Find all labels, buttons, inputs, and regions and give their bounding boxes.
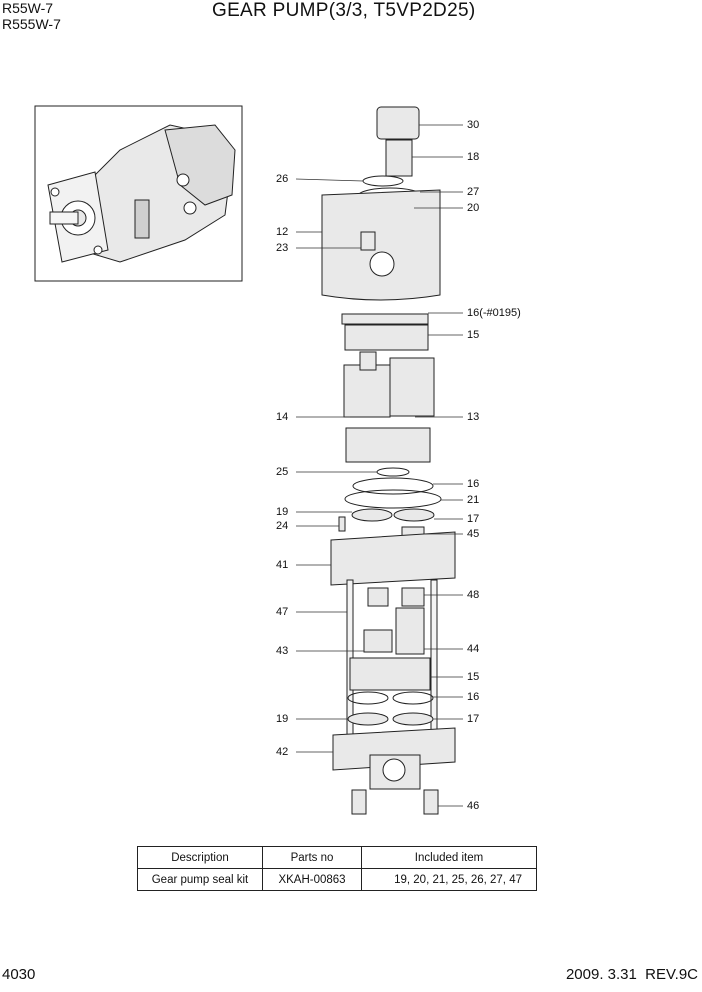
- callout-16-sn: 16(-#0195): [467, 307, 521, 319]
- part-24-pin: [338, 516, 346, 532]
- callout-47: 47: [276, 606, 289, 618]
- callout-17-lower: 17: [467, 713, 480, 725]
- gear-shaft: [359, 351, 377, 371]
- leader-lines: [295, 124, 463, 807]
- part-16-seal-4: [392, 691, 434, 705]
- part-25-ring: [376, 467, 410, 477]
- bearing-block: [345, 427, 431, 463]
- callout-15-upper: 15: [467, 329, 480, 341]
- header-parts-no: Parts no: [262, 846, 362, 869]
- callout-46: 46: [467, 800, 480, 812]
- part-12-cover: [321, 189, 441, 301]
- cover-port: [369, 251, 395, 277]
- callout-48: 48: [467, 589, 480, 601]
- part-17-bearing: [393, 508, 435, 522]
- callout-44: 44: [467, 643, 480, 655]
- part-41-body: [330, 531, 456, 586]
- page-title: GEAR PUMP(3/3, T5VP2D25): [212, 0, 476, 21]
- callout-23: 23: [276, 242, 289, 254]
- callout-45: 45: [467, 528, 480, 540]
- callout-43: 43: [276, 645, 289, 657]
- callout-17-upper: 17: [467, 513, 480, 525]
- callout-25: 25: [276, 466, 289, 478]
- table-header-row: Description Parts no Included item: [137, 846, 537, 869]
- part-16-seal: [341, 313, 429, 325]
- model-name-1: R55W-7: [2, 0, 54, 16]
- part-48-sleeve-2: [401, 587, 425, 607]
- tie-rod-right: [430, 579, 438, 751]
- callout-12: 12: [276, 226, 289, 238]
- part-23-pin: [360, 231, 376, 251]
- cell-included-item: 19, 20, 21, 25, 26, 27, 47: [361, 868, 537, 891]
- part-46-bolt-right: [423, 789, 439, 815]
- callout-18: 18: [467, 151, 480, 163]
- part-21-ring: [344, 489, 442, 509]
- callout-15-lower: 15: [467, 671, 480, 683]
- part-14-gear: [343, 364, 391, 418]
- header-included-item: Included item: [361, 846, 537, 869]
- part-19-bearing-2: [347, 712, 389, 726]
- part-44-gear: [395, 607, 425, 655]
- callout-30: 30: [467, 119, 480, 131]
- part-16-seal-2: [352, 477, 434, 495]
- revision-stamp: 2009. 3.31 REV.9C: [565, 966, 698, 983]
- model-name-2: R555W-7: [2, 16, 61, 32]
- part-30-cap: [376, 106, 420, 140]
- assembled-pump-illustration: [47, 124, 236, 263]
- cell-description: Gear pump seal kit: [137, 868, 263, 891]
- page-number: 4030: [2, 966, 36, 983]
- part-17-bearing-2: [392, 712, 434, 726]
- cell-parts-no: XKAH-00863: [262, 868, 362, 891]
- part-46-bolt-left: [351, 789, 367, 815]
- callout-41: 41: [276, 559, 289, 571]
- part-15-plate-2: [349, 657, 431, 691]
- part-42-cover: [332, 727, 456, 771]
- seal-kit-table: Description Parts no Included item Gear …: [137, 846, 537, 891]
- callout-16-lower: 16: [467, 691, 480, 703]
- callout-19-upper: 19: [276, 506, 289, 518]
- callout-13: 13: [467, 411, 480, 423]
- part-19-bearing: [351, 508, 393, 522]
- part-16-seal-3: [347, 691, 389, 705]
- part-43-gear: [363, 629, 393, 653]
- table-row: Gear pump seal kit XKAH-00863 19, 20, 21…: [137, 868, 537, 891]
- callout-26: 26: [276, 173, 289, 185]
- part-13-gear: [389, 357, 435, 417]
- part-26-ring: [362, 175, 404, 187]
- callout-16-mid: 16: [467, 478, 480, 490]
- callout-27: 27: [467, 186, 480, 198]
- callout-24: 24: [276, 520, 289, 532]
- callout-21: 21: [467, 494, 480, 506]
- header-description: Description: [137, 846, 263, 869]
- part-15-plate: [344, 324, 429, 351]
- callout-42: 42: [276, 746, 289, 758]
- callout-14: 14: [276, 411, 289, 423]
- callout-19-lower: 19: [276, 713, 289, 725]
- part-48-sleeve: [367, 587, 389, 607]
- callout-20: 20: [467, 202, 480, 214]
- part-18-bearing: [385, 139, 413, 177]
